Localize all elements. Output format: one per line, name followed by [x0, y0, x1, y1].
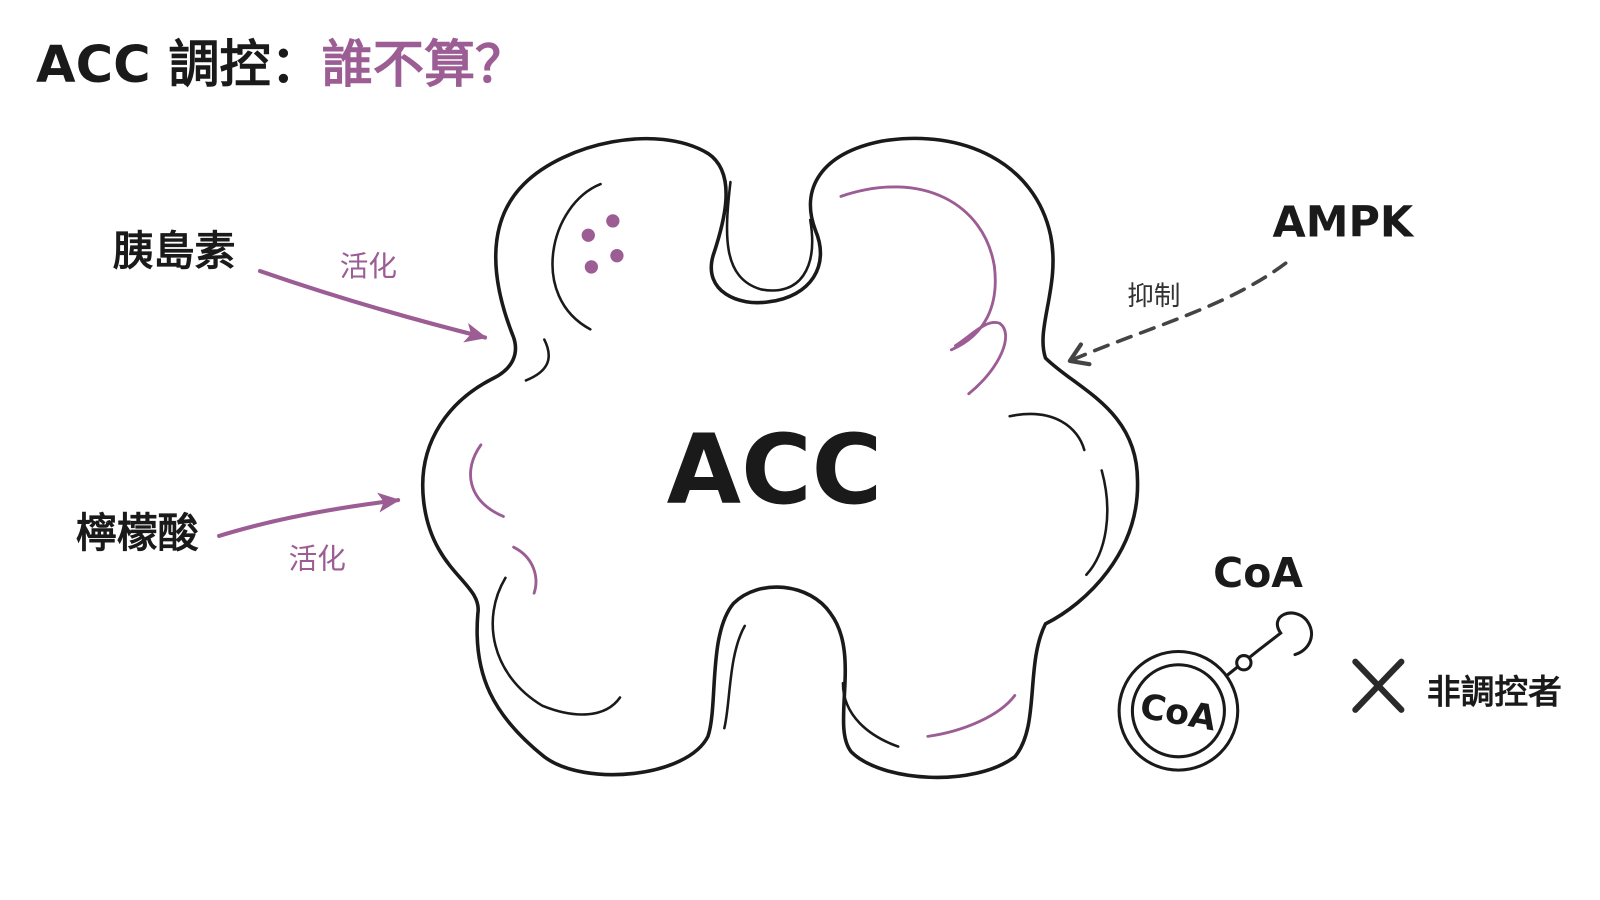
binding-site-dot: [581, 228, 595, 242]
page-title: ACC 調控：誰不算？: [36, 36, 526, 95]
binding-site-dot: [584, 260, 599, 274]
sketch-line: [1085, 469, 1109, 577]
effect-label: 抑制: [1127, 281, 1180, 312]
sketch-line: [551, 182, 602, 331]
regulator-name: 胰島素: [113, 227, 236, 275]
activation-arrow: [217, 492, 401, 538]
binding-site-dot: [610, 249, 624, 263]
sketch-line: [841, 681, 900, 748]
sketch-line: [524, 338, 550, 382]
effect-label: 活化: [340, 249, 397, 283]
acc-enzyme: ACC: [420, 136, 1140, 780]
sketch-line-accent: [954, 321, 1007, 396]
regulator-citrate: 檸檬酸 活化: [76, 492, 401, 576]
coin-hook: [1225, 611, 1313, 677]
regulator-name: AMPK: [1273, 197, 1415, 247]
x-mark-icon: [1352, 658, 1405, 713]
coin-with-hook-icon: CoA: [1117, 611, 1313, 772]
regulator-ampk: AMPK 抑制: [1067, 197, 1415, 367]
binding-site-dot: [606, 214, 620, 228]
sketch-line: [491, 576, 622, 716]
sketch-line-accent: [469, 443, 505, 518]
sketch-line: [1008, 412, 1086, 452]
regulator-name: 檸檬酸: [76, 509, 199, 557]
title-main: ACC 調控：: [36, 36, 322, 95]
sketch-line-accent: [512, 545, 538, 595]
sketch-line: [723, 624, 747, 730]
effect-label: 活化: [289, 542, 346, 576]
non-regulator-coa: CoA CoA 非調控者: [1117, 549, 1562, 772]
inhibition-arrow: [1067, 259, 1291, 367]
coin-face: [1130, 663, 1226, 759]
sketch-line-accent: [926, 694, 1017, 738]
coin-bead: [1235, 654, 1253, 672]
acc-outline: [420, 136, 1140, 780]
verdict-label: 非調控者: [1427, 673, 1562, 712]
title-highlight: 誰不算？: [322, 36, 527, 95]
coa-name: CoA: [1213, 549, 1303, 597]
sketch-line: [725, 180, 814, 292]
activation-arrow: [257, 268, 488, 343]
regulator-insulin: 胰島素 活化: [113, 227, 488, 343]
acc-label: ACC: [667, 414, 882, 526]
